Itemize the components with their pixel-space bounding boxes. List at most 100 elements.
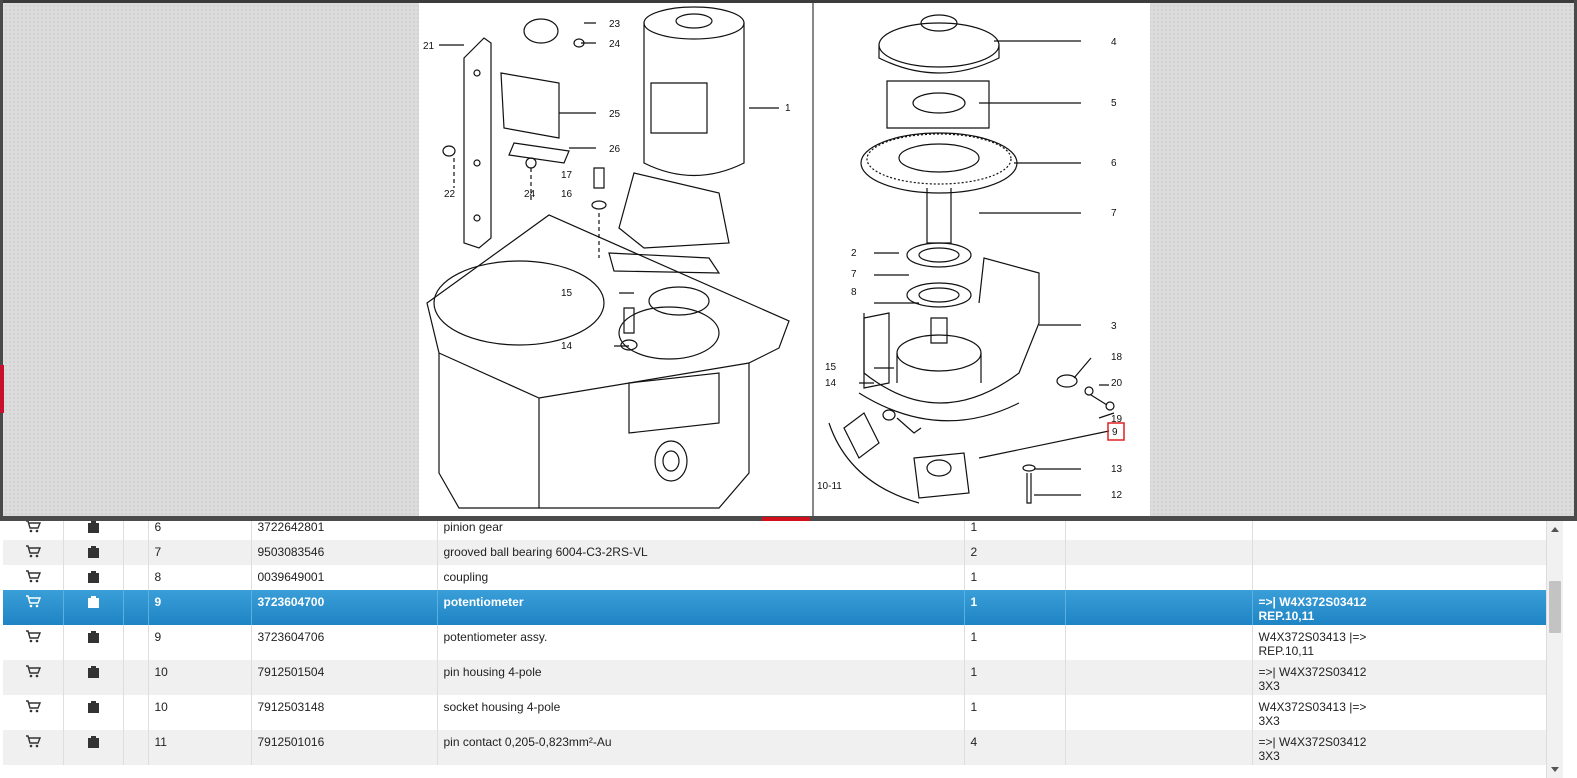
cart-icon[interactable] — [25, 595, 41, 611]
cart-icon[interactable] — [25, 735, 41, 751]
add-to-cart-cart-icon[interactable] — [3, 660, 64, 695]
splitter-grip[interactable] — [762, 517, 810, 521]
scrollbar-thumb[interactable] — [1549, 581, 1561, 633]
details-document-icon[interactable] — [63, 521, 124, 540]
cart-icon[interactable] — [25, 630, 41, 646]
add-to-cart-cart-icon[interactable] — [3, 695, 64, 730]
position-cell: 6 — [148, 521, 252, 540]
drawing-viewer[interactable]: 23 24 21 25 26 1 17 16 22 24 15 14 4 5 6… — [0, 0, 1577, 518]
scroll-down-arrow-icon[interactable] — [1551, 767, 1559, 772]
add-to-cart-cart-icon[interactable] — [3, 540, 64, 565]
part-number-cell: 7912503148 — [251, 695, 438, 730]
callout-r-14: 14 — [825, 378, 837, 389]
drawing-svg: 23 24 21 25 26 1 17 16 22 24 15 14 4 5 6… — [423, 3, 1125, 518]
document-icon[interactable] — [87, 666, 100, 682]
callout-r-12: 12 — [1111, 490, 1123, 501]
viewer-top-border — [0, 0, 1577, 3]
details-document-icon[interactable] — [63, 660, 124, 695]
document-icon[interactable] — [87, 701, 100, 717]
remark-cell: W4X372S03413 |=>REP.10,11 — [1252, 625, 1549, 660]
details-document-icon[interactable] — [63, 625, 124, 660]
part-number-cell: 7912501016 — [251, 730, 438, 765]
details-document-icon[interactable] — [63, 730, 124, 765]
quantity-cell: 1 — [964, 695, 1066, 730]
position-cell: 9 — [148, 590, 252, 625]
document-icon[interactable] — [87, 736, 100, 752]
exploded-parts-drawing[interactable]: 23 24 21 25 26 1 17 16 22 24 15 14 4 5 6… — [419, 3, 1150, 518]
document-icon[interactable] — [87, 521, 100, 537]
description-cell: coupling — [437, 565, 965, 590]
callout-25: 25 — [609, 109, 621, 120]
document-icon[interactable] — [87, 546, 100, 562]
cart-icon[interactable] — [25, 545, 41, 561]
position-cell: 11 — [148, 730, 252, 765]
position-cell: 10 — [148, 660, 252, 695]
quantity-cell: 1 — [964, 660, 1066, 695]
callout-24: 24 — [609, 39, 621, 50]
spacer-cell — [123, 695, 149, 730]
add-to-cart-cart-icon[interactable] — [3, 590, 64, 625]
description-cell: potentiometer assy. — [437, 625, 965, 660]
details-document-icon[interactable] — [63, 695, 124, 730]
add-to-cart-cart-icon[interactable] — [3, 565, 64, 590]
viewer-left-border — [0, 0, 3, 518]
add-to-cart-cart-icon[interactable] — [3, 521, 64, 540]
description-cell: pinion gear — [437, 521, 965, 540]
callout-r-8: 8 — [851, 287, 857, 298]
highlight-callout-box[interactable] — [1107, 422, 1125, 441]
callout-r-6: 6 — [1111, 158, 1117, 169]
note-cell — [1065, 540, 1253, 565]
spacer-cell — [123, 521, 149, 540]
document-icon[interactable] — [87, 596, 100, 612]
remark-line: =>| W4X372S03412 — [1258, 665, 1367, 679]
part-number-cell: 9503083546 — [251, 540, 438, 565]
part-number-cell: 7912501504 — [251, 660, 438, 695]
description-cell: socket housing 4-pole — [437, 695, 965, 730]
position-cell: 7 — [148, 540, 252, 565]
cart-icon[interactable] — [25, 521, 41, 536]
cart-icon[interactable] — [25, 570, 41, 586]
quantity-cell: 1 — [964, 521, 1066, 540]
cart-icon[interactable] — [25, 665, 41, 681]
callout-r-15: 15 — [825, 362, 837, 373]
add-to-cart-cart-icon[interactable] — [3, 730, 64, 765]
description-cell: pin contact 0,205-0,823mm²-Au — [437, 730, 965, 765]
remark-cell — [1252, 521, 1549, 540]
side-panel-toggle[interactable] — [0, 365, 4, 413]
note-cell — [1065, 660, 1253, 695]
details-document-icon[interactable] — [63, 590, 124, 625]
description-cell: pin housing 4-pole — [437, 660, 965, 695]
note-cell — [1065, 590, 1253, 625]
callout-26: 26 — [609, 144, 621, 155]
scroll-up-arrow-icon[interactable] — [1551, 527, 1559, 532]
quantity-cell: 1 — [964, 590, 1066, 625]
remark-line-2: REP.10,11 — [1258, 609, 1315, 623]
cart-icon[interactable] — [25, 700, 41, 716]
document-icon[interactable] — [87, 571, 100, 587]
callout-23: 23 — [609, 19, 621, 30]
position-cell: 8 — [148, 565, 252, 590]
remark-line-2: 3X3 — [1258, 749, 1280, 763]
details-document-icon[interactable] — [63, 565, 124, 590]
position-cell: 10 — [148, 695, 252, 730]
part-number-cell: 0039649001 — [251, 565, 438, 590]
document-icon[interactable] — [87, 631, 100, 647]
table-scrollbar[interactable] — [1546, 521, 1563, 778]
quantity-cell: 1 — [964, 565, 1066, 590]
spacer-cell — [123, 565, 149, 590]
remark-cell: W4X372S03413 |=>3X3 — [1252, 695, 1549, 730]
add-to-cart-cart-icon[interactable] — [3, 625, 64, 660]
description-cell: grooved ball bearing 6004-C3-2RS-VL — [437, 540, 965, 565]
details-document-icon[interactable] — [63, 540, 124, 565]
